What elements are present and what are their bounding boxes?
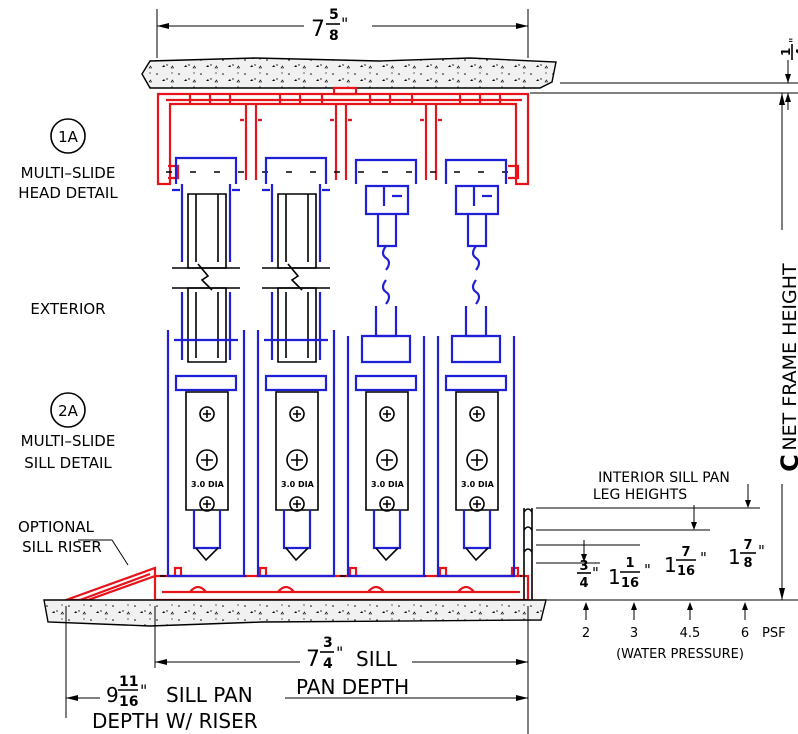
sill-callout-text: 2A bbox=[58, 402, 79, 420]
roller-1-label: 3.0 DIA bbox=[191, 480, 225, 489]
leg-2-whole: 1 bbox=[608, 565, 621, 589]
roller-2: 3.0 DIA bbox=[281, 406, 315, 512]
net-frame-height-label: NET FRAME HEIGHT bbox=[779, 263, 798, 451]
leg-3-num: 7 bbox=[681, 545, 690, 560]
leg-4-num: 7 bbox=[743, 538, 752, 553]
roller-3-label: 3.0 DIA bbox=[371, 480, 405, 489]
riser-depth-denominator: 16 bbox=[119, 694, 138, 710]
riser-depth-dimension: 9 11 16 " SILL PAN DEPTH W/ RISER bbox=[65, 606, 528, 733]
head-gap-unit: " bbox=[787, 37, 798, 43]
leg-3-whole: 1 bbox=[664, 553, 677, 577]
sill-detail-line1: MULTI–SLIDE bbox=[21, 432, 116, 450]
riser-depth-whole: 9 bbox=[106, 683, 119, 707]
psf-value-3: 4.5 bbox=[680, 626, 701, 641]
panel-4 bbox=[436, 158, 516, 578]
roller-3: 3.0 DIA bbox=[371, 406, 405, 512]
sill-pan-whole: 7 bbox=[306, 647, 320, 672]
head-callout: 1A bbox=[50, 118, 86, 154]
head-frame bbox=[156, 86, 530, 186]
c-symbol: C bbox=[776, 454, 798, 472]
psf-value-2: 3 bbox=[630, 626, 638, 641]
leg-height-lines bbox=[536, 505, 760, 564]
leg-3-den: 16 bbox=[677, 564, 695, 579]
riser-depth-text-b: DEPTH W/ RISER bbox=[92, 709, 258, 733]
top-width-unit: " bbox=[341, 14, 348, 33]
net-frame-height-dimension: NET FRAME HEIGHT C bbox=[540, 93, 798, 601]
sill-pan-text-b: PAN DEPTH bbox=[296, 675, 409, 699]
leg-3-unit: " bbox=[700, 549, 707, 567]
interior-leg-line2: LEG HEIGHTS bbox=[593, 487, 687, 503]
top-width-denominator: 8 bbox=[329, 28, 339, 44]
leg-1-num: 3 bbox=[579, 559, 588, 574]
psf-unit: PSF bbox=[762, 626, 786, 641]
head-detail-line2: HEAD DETAIL bbox=[18, 184, 118, 202]
leg-4-unit: " bbox=[758, 542, 765, 560]
head-gap-dimension: 1 4 " bbox=[530, 37, 798, 110]
leg-height-4: 1 7 8 " bbox=[728, 538, 765, 571]
leg-2-unit: " bbox=[644, 561, 651, 579]
panel-1 bbox=[166, 156, 246, 578]
head-concrete bbox=[141, 57, 557, 89]
top-width-whole: 7 bbox=[311, 17, 325, 42]
sill-pan-text-a: SILL bbox=[356, 647, 398, 671]
sill-pan-numerator: 3 bbox=[323, 635, 333, 651]
riser-depth-text-a: SILL PAN bbox=[166, 683, 253, 707]
riser-depth-numerator: 11 bbox=[119, 674, 138, 690]
roller-1: 3.0 DIA bbox=[191, 406, 225, 512]
leg-4-den: 8 bbox=[743, 556, 752, 571]
leg-2-den: 16 bbox=[621, 576, 639, 591]
roller-2-label: 3.0 DIA bbox=[281, 480, 315, 489]
riser-depth-unit: " bbox=[140, 681, 147, 700]
head-gap-numerator: 1 bbox=[779, 48, 793, 56]
riser-label-line2: SILL RISER bbox=[22, 538, 102, 556]
sill-pan-leg bbox=[523, 508, 533, 600]
panel-3 bbox=[346, 158, 426, 578]
roller-4-label: 3.0 DIA bbox=[461, 480, 495, 489]
leg-height-1: 3 4 " bbox=[577, 559, 599, 591]
sill-pan-unit: " bbox=[336, 643, 343, 662]
head-callout-text: 1A bbox=[58, 128, 79, 146]
sill-pan-depth-dimension: 7 3 4 " SILL PAN DEPTH bbox=[154, 606, 529, 734]
leg-2-num: 1 bbox=[625, 556, 634, 571]
psf-value-4: 6 bbox=[741, 626, 749, 641]
sill-detail-line2: SILL DETAIL bbox=[24, 454, 112, 472]
floor-concrete bbox=[43, 599, 547, 627]
leg-height-2: 1 1 16 " bbox=[608, 556, 651, 591]
roller-4: 3.0 DIA bbox=[461, 406, 495, 512]
sill-pan bbox=[153, 566, 530, 602]
riser-label-line1: OPTIONAL bbox=[18, 518, 95, 536]
exterior-label: EXTERIOR bbox=[30, 300, 105, 318]
top-width-numerator: 5 bbox=[329, 7, 339, 23]
head-gap-denominator: 4 bbox=[794, 48, 798, 56]
psf-arrows bbox=[583, 602, 748, 620]
leg-4-whole: 1 bbox=[728, 545, 741, 569]
psf-value-1: 2 bbox=[582, 626, 590, 641]
leg-1-den: 4 bbox=[579, 576, 588, 591]
sill-callout: 2A bbox=[50, 392, 86, 428]
sill-pan-denominator: 4 bbox=[323, 656, 333, 672]
leg-height-3: 1 7 16 " bbox=[664, 545, 707, 579]
interior-leg-line1: INTERIOR SILL PAN bbox=[598, 470, 730, 486]
panel-2 bbox=[256, 156, 336, 578]
top-width-dimension: 7 5 8 " bbox=[156, 7, 529, 58]
leg-1-unit: " bbox=[592, 564, 599, 582]
water-pressure-label: (WATER PRESSURE) bbox=[616, 647, 744, 662]
head-detail-line1: MULTI–SLIDE bbox=[21, 164, 116, 182]
